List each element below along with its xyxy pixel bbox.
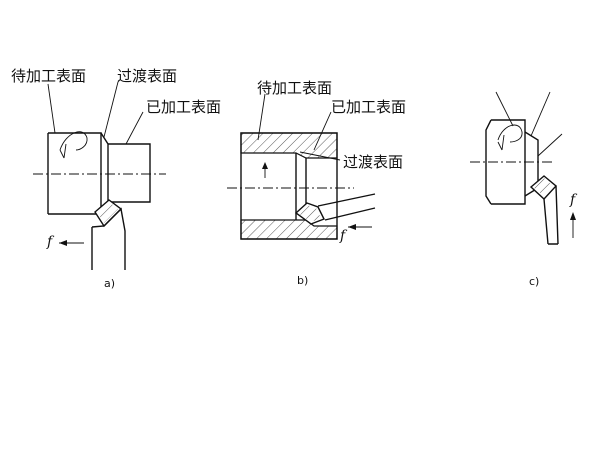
- fig-a-drawing: [33, 81, 166, 270]
- fig-b-label-machined: 已加工表面: [331, 98, 407, 116]
- fig-a-rotation-arrowhead: [59, 143, 67, 159]
- fig-a-workpiece-machined: [108, 143, 151, 203]
- fig-a-feed-arrowhead: [59, 240, 67, 246]
- fig-a-caption: a): [104, 277, 116, 290]
- fig-a-label-transition: 过渡表面: [117, 67, 178, 85]
- fig-a-label-machined: 已加工表面: [146, 98, 222, 116]
- fig-c-drawing: [470, 91, 576, 245]
- fig-c-feed-arrowhead: [570, 212, 576, 220]
- fig-c-leader-2: [530, 91, 551, 137]
- fig-a-workpiece-large: [47, 132, 102, 215]
- fig-c-caption: c): [529, 275, 540, 288]
- fig-a-leader-unmachined: [47, 83, 56, 134]
- fig-c-feed-symbol: f: [570, 192, 576, 208]
- fig-b-caption: b): [297, 274, 309, 287]
- fig-b-leader-transition: [299, 151, 341, 161]
- fig-b-leader-machined: [313, 111, 332, 151]
- fig-b-feed-arrowhead: [348, 224, 356, 230]
- fig-b-leader-unmachined: [257, 93, 266, 141]
- fig-a-feed-symbol: f: [47, 234, 53, 250]
- fig-c-leader-3: [537, 133, 563, 157]
- fig-a-label-unmachined: 待加工表面: [11, 67, 87, 85]
- fig-b-label-unmachined: 待加工表面: [257, 79, 333, 97]
- fig-b-drawing: [227, 93, 376, 240]
- fig-b-bottom-wall: [240, 219, 338, 240]
- fig-b-boring-bar: [317, 193, 376, 221]
- fig-a-leader-machined: [125, 111, 144, 145]
- fig-b-top-wall: [240, 132, 338, 159]
- fig-c-leader-1: [495, 91, 514, 127]
- fig-a-tool-shank: [91, 207, 126, 270]
- fig-b-feed-symbol: f: [340, 228, 346, 244]
- fig-c-tool-shank: [543, 185, 559, 245]
- fig-c-rotation-arrow: [497, 124, 523, 143]
- fig-c-facing-surface: [524, 131, 539, 197]
- fig-b-label-transition: 过渡表面: [343, 153, 404, 171]
- fig-a-leader-transition: [103, 81, 119, 138]
- fig-a-rotation-arrow: [59, 131, 88, 151]
